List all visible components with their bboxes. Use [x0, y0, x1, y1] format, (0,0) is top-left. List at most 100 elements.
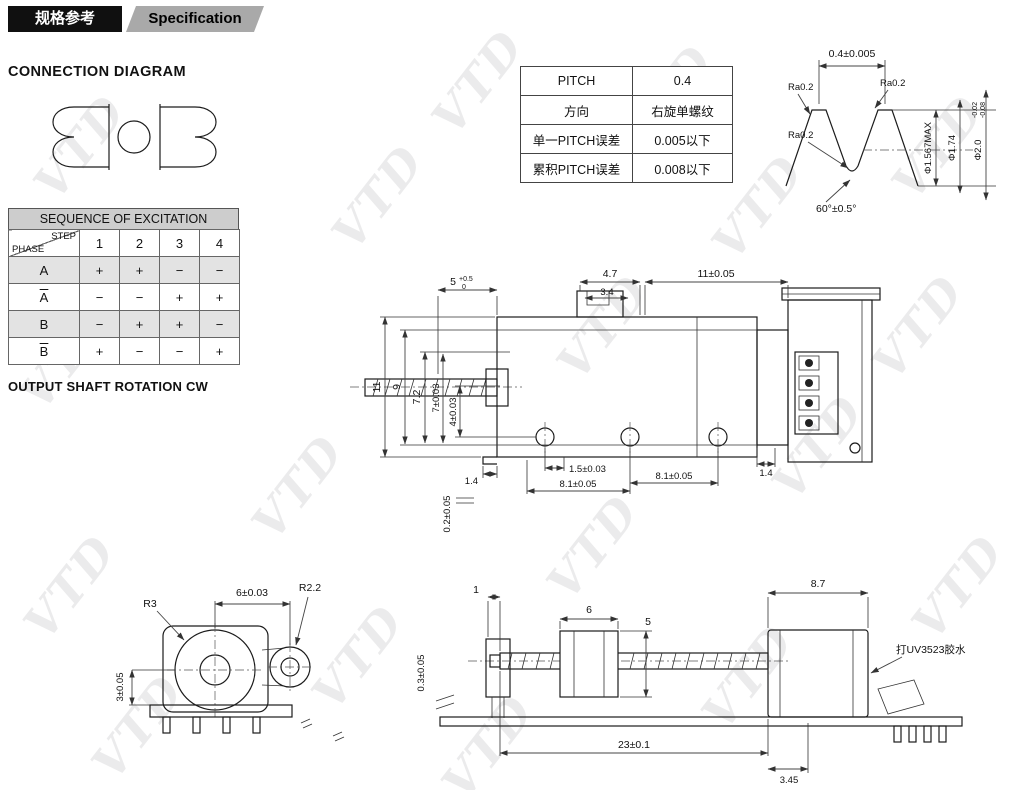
bottom-step [482, 456, 497, 465]
connection-diagram-title: CONNECTION DIAGRAM [8, 64, 186, 80]
excitation-cell: + [199, 283, 240, 311]
phase-label: A [8, 256, 80, 284]
corner-phase-label: PHASE [12, 244, 45, 255]
pitch-dim-label: 0.4±0.005 [829, 48, 876, 60]
coil-left [52, 104, 110, 170]
excitation-cell: − [199, 256, 240, 284]
dim-screw-length-tol-bottom: 0 [462, 284, 466, 291]
excitation-cell: − [79, 310, 120, 338]
excitation-cell: − [159, 337, 200, 365]
excitation-cell: − [119, 337, 160, 365]
dim-tab-outer: 4.7 [603, 268, 618, 280]
dim-screw-length: 5 [450, 276, 456, 288]
pcb-board [439, 716, 963, 727]
angle-label: 60°±0.5° [816, 203, 856, 215]
pitch-row: 累积PITCH误差 0.008以下 [520, 153, 733, 183]
step-header: 4 [199, 229, 240, 257]
dim-total-length: 23±0.1 [618, 739, 650, 751]
pitch-row: 单一PITCH误差 0.005以下 [520, 124, 733, 154]
excitation-cell: + [159, 310, 200, 338]
dim-height-72: 7.2 [411, 390, 423, 405]
dim-hole-offset: 1.5±0.03 [569, 464, 606, 475]
excitation-cell: + [119, 256, 160, 284]
dim-slider-length: 6 [586, 604, 592, 616]
pins [162, 716, 261, 734]
ra-label: Ra0.2 [788, 82, 813, 93]
diameter-dims: Φ1.567MAX Φ1.74 Φ2.0 -0.02 -0.08 [923, 89, 989, 201]
excitation-cell: + [159, 283, 200, 311]
slider-block [559, 630, 619, 698]
pitch-label: PITCH [520, 66, 633, 96]
glue-note: 打UV3523胶水 [896, 643, 966, 656]
connection-diagram-drawing [52, 104, 217, 170]
excitation-table: STEP PHASE 1 2 3 4 A + + − − A − − + + [8, 229, 240, 365]
assembly-side-view-drawing: 1 6 5 8.7 0.3±0.05 23±0.1 [416, 578, 966, 786]
excitation-header-row: STEP PHASE 1 2 3 4 [8, 229, 240, 257]
board-pins [893, 725, 947, 743]
base-plate [149, 704, 293, 718]
pitch-value: 0.005以下 [632, 124, 733, 154]
assembly-outline [350, 287, 881, 465]
dim-step-height: 0.2±0.05 [442, 496, 453, 533]
watermark: VTD [240, 424, 355, 550]
dim-height-9: 9 [391, 384, 403, 390]
phase-row-a: A + + − − [8, 256, 240, 284]
dim-tip-length: 1 [473, 584, 479, 596]
phase-label: B [8, 337, 80, 365]
front-view-drawing: 6±0.03 R3 R2.2 3±0.05 [115, 582, 345, 742]
front-view-dims: 6±0.03 R3 R2.2 3±0.05 [115, 582, 321, 706]
excitation-cell: + [119, 310, 160, 338]
excitation-cell: + [199, 337, 240, 365]
main-side-view-drawing: 5 +0.5 0 4.7 3.4 11±0.05 11 [350, 268, 881, 533]
motor-spacer [756, 329, 789, 446]
motor-can [787, 299, 873, 463]
major-dia-label: Φ2.0 [973, 140, 984, 161]
pitch-value: 0.008以下 [632, 153, 733, 183]
ra-label: Ra0.2 [788, 130, 813, 141]
rear-boss [849, 442, 861, 454]
dim-gap-right: 1.4 [759, 468, 772, 479]
dim-motor-length-side: 8.7 [811, 578, 826, 590]
thread-angle-dim: 60°±0.5° [816, 179, 856, 215]
phase-label: B [8, 310, 80, 338]
rotor-circle [117, 120, 151, 154]
pitch-value: 0.4 [632, 66, 733, 96]
dim-center-height: 3±0.05 [115, 673, 126, 702]
dim-gap-left: 1.4 [465, 476, 478, 487]
thread-profile-drawing: 0.4±0.005 Ra0.2 Ra0.2 Ra0.2 60°±0.5° Φ1.… [785, 48, 996, 215]
thread-profile-outline [785, 109, 996, 187]
major-dia-tol-bottom: -0.08 [980, 102, 987, 118]
front-bracket [485, 638, 511, 698]
screw-tip [489, 654, 501, 668]
dim-center-distance: 6±0.03 [236, 587, 268, 599]
dim-height-7: 7±0.03 [431, 384, 442, 413]
pitch-dia-label: Φ1.74 [947, 135, 958, 161]
step-header: 3 [159, 229, 200, 257]
ra-label: Ra0.2 [880, 78, 905, 89]
dimension-annotations: 5 +0.5 0 4.7 3.4 11±0.05 11 [371, 268, 789, 533]
dim-tab-inner: 3.4 [600, 287, 613, 298]
roughness-labels: Ra0.2 Ra0.2 Ra0.2 [788, 78, 905, 169]
dim-screw-length-tol-top: +0.5 [459, 276, 473, 283]
side-view-dims: 1 6 5 8.7 0.3±0.05 23±0.1 [416, 578, 966, 786]
front-view-outline [149, 623, 345, 742]
phase-row-b-bar: B + − − + [8, 337, 240, 365]
terminal-block [794, 351, 839, 435]
phase-label: A [8, 283, 80, 311]
watermark: VTD [420, 19, 535, 145]
break-marks [300, 718, 345, 742]
excitation-cell: − [199, 310, 240, 338]
dim-motor-length: 11±0.05 [697, 268, 734, 280]
pitch-row: 方向 右旋单螺纹 [520, 95, 733, 125]
step-header: 2 [119, 229, 160, 257]
dim-height-total: 11 [371, 381, 383, 392]
dim-clearance: 0.3±0.05 [416, 655, 427, 692]
pitch-label: 累积PITCH误差 [520, 153, 633, 183]
dim-radius-lug: R2.2 [299, 582, 321, 594]
pitch-row: PITCH 0.4 [520, 66, 733, 96]
rotation-note: OUTPUT SHAFT ROTATION CW [8, 379, 209, 394]
watermark: VTD [320, 134, 435, 260]
excitation-cell: − [119, 283, 160, 311]
excitation-cell: + [79, 337, 120, 365]
dim-height-4: 4±0.03 [448, 398, 459, 427]
